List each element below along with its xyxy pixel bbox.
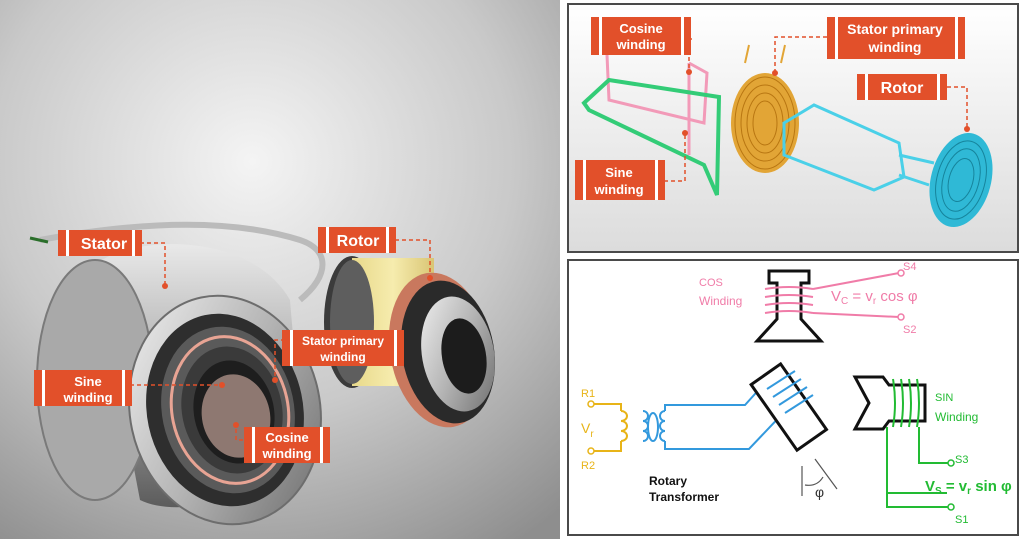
rotary-label-line2: Transformer bbox=[649, 490, 719, 504]
svg-text:Cosine: Cosine bbox=[265, 430, 308, 445]
sine-loop bbox=[581, 77, 722, 196]
label-tr-cosine-winding: Cosine winding bbox=[591, 17, 691, 55]
rotor-coil bbox=[929, 132, 993, 228]
label-r2: R2 bbox=[581, 460, 595, 472]
terminal-s3 bbox=[947, 459, 955, 467]
cos-core bbox=[753, 269, 825, 343]
callout-dots-tr bbox=[682, 69, 970, 136]
winding-3d-diagram: Cosine winding Stator primary winding Ro… bbox=[567, 3, 1019, 253]
label-s3: S3 bbox=[955, 454, 968, 466]
label-cosine-winding: Cosine winding bbox=[244, 427, 330, 463]
svg-text:winding: winding bbox=[261, 446, 311, 461]
label-s2: S2 bbox=[903, 324, 916, 336]
label-tr-sine-winding: Sine winding bbox=[575, 160, 665, 200]
cos-label-line2: Winding bbox=[699, 294, 742, 308]
label-stator: Stator bbox=[58, 230, 142, 256]
rotor-core bbox=[749, 361, 829, 453]
sin-label-line2: Winding bbox=[935, 410, 978, 424]
sin-core bbox=[852, 375, 927, 431]
cosine-loop bbox=[605, 54, 709, 125]
resolver-schematic: S4 S2 COS Winding VC = vr cos φ R1 R2 Vr… bbox=[567, 259, 1019, 536]
svg-text:winding: winding bbox=[868, 39, 922, 55]
svg-text:Sine: Sine bbox=[605, 165, 632, 180]
terminal-s4 bbox=[897, 269, 905, 277]
schematic-drawing: S4 S2 COS Winding VC = vr cos φ R1 R2 Vr… bbox=[569, 261, 1017, 534]
label-s1: S1 bbox=[955, 514, 968, 526]
label-tr-stator-primary-winding: Stator primary winding bbox=[827, 17, 965, 59]
svg-text:Rotor: Rotor bbox=[881, 80, 924, 97]
svg-text:Stator primary: Stator primary bbox=[847, 21, 943, 37]
cos-winding bbox=[764, 272, 900, 318]
svg-text:Cosine: Cosine bbox=[619, 21, 662, 36]
rotor-winding bbox=[766, 370, 814, 414]
angle-indicator bbox=[801, 458, 838, 496]
svg-text:Rotor: Rotor bbox=[337, 233, 380, 250]
callout-dots bbox=[162, 275, 433, 428]
cable-wire-ends bbox=[29, 236, 49, 244]
svg-text:Stator: Stator bbox=[81, 236, 127, 253]
svg-text:winding: winding bbox=[319, 350, 365, 364]
stator-primary-coil bbox=[731, 44, 799, 173]
callout-lines bbox=[130, 239, 431, 441]
phi-label: φ bbox=[815, 484, 824, 500]
label-stator-primary-winding: Stator primary winding bbox=[282, 330, 404, 366]
rotary-transformer bbox=[642, 384, 788, 450]
stator-housing bbox=[36, 244, 322, 526]
label-sine-winding: Sine winding bbox=[34, 370, 132, 406]
svg-text:winding: winding bbox=[62, 390, 112, 405]
vr-label: Vr bbox=[581, 420, 594, 440]
label-tr-rotor: Rotor bbox=[857, 74, 947, 100]
svg-text:Stator primary: Stator primary bbox=[302, 334, 384, 348]
input-coil bbox=[593, 403, 628, 452]
sin-label-line1: SIN bbox=[935, 392, 953, 404]
winding-3d-illustration: Cosine winding Stator primary winding Ro… bbox=[569, 5, 1017, 251]
label-rotor: Rotor bbox=[318, 227, 396, 253]
svg-text:winding: winding bbox=[615, 37, 665, 52]
label-s4: S4 bbox=[903, 261, 916, 273]
cos-label-line1: COS bbox=[699, 277, 723, 289]
rotary-label-line1: Rotary bbox=[649, 474, 687, 488]
svg-text:Sine: Sine bbox=[74, 374, 101, 389]
vc-equation: VC = vr cos φ bbox=[831, 288, 918, 307]
terminal-s2 bbox=[897, 313, 905, 321]
terminal-s1 bbox=[947, 503, 955, 511]
terminal-r1 bbox=[587, 400, 595, 408]
terminal-r2 bbox=[587, 447, 595, 455]
rotor-assembly bbox=[324, 256, 495, 428]
svg-text:winding: winding bbox=[593, 182, 643, 197]
label-r1: R1 bbox=[581, 388, 595, 400]
vs-equation: VS = vr sin φ bbox=[925, 478, 1012, 497]
resolver-3d-illustration: Stator Rotor Stator primary winding Sine… bbox=[0, 0, 560, 539]
resolver-3d-render: Stator Rotor Stator primary winding Sine… bbox=[0, 0, 560, 539]
